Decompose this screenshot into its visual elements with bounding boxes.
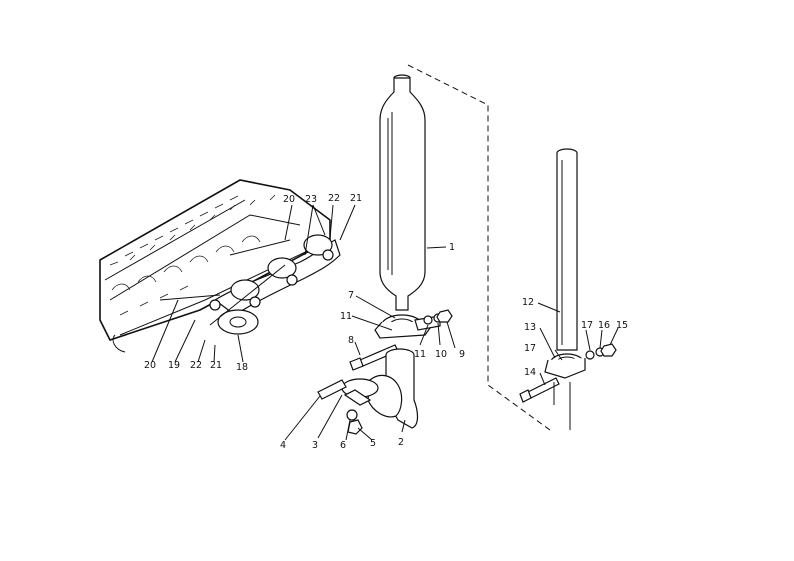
muffler-clamp (349, 309, 453, 371)
callout-20-bottom: 20 (144, 360, 156, 371)
callout-17-left: 17 (524, 343, 536, 354)
callout-22-bottom: 22 (190, 360, 202, 371)
callout-9: 9 (459, 349, 465, 360)
muffler (379, 74, 426, 311)
callout-15: 15 (616, 320, 628, 331)
callout-8: 8 (348, 335, 354, 346)
callout-11-right: 11 (414, 349, 426, 360)
callout-5: 5 (370, 438, 376, 449)
callout-13: 13 (524, 322, 536, 333)
callout-11-left: 11 (340, 311, 352, 322)
callout-10: 10 (435, 349, 447, 360)
callout-17-right: 17 (581, 320, 593, 331)
callout-20-top: 20 (283, 194, 295, 205)
exhaust-manifold (159, 234, 341, 335)
assembly-dashed-line (407, 64, 551, 431)
callout-4: 4 (280, 440, 286, 451)
callout-2: 2 (398, 437, 404, 448)
down-pipe-elbow (317, 348, 419, 435)
callout-3: 3 (312, 440, 318, 451)
callout-18: 18 (236, 362, 248, 373)
callout-6: 6 (340, 440, 346, 451)
callout-16: 16 (598, 320, 610, 331)
tail-pipe (519, 148, 617, 430)
callout-19: 19 (168, 360, 180, 371)
leader-lines (151, 204, 619, 441)
callout-21-top: 21 (350, 193, 362, 204)
callout-7: 7 (348, 290, 354, 301)
callout-21-bottom: 21 (210, 360, 222, 371)
callout-1: 1 (449, 242, 455, 253)
callout-labels: 1 2 3 4 5 6 7 8 9 10 11 11 12 13 14 15 1… (144, 193, 628, 451)
engine-cylinder-head (99, 179, 331, 353)
callout-23: 23 (305, 194, 317, 205)
callout-14: 14 (524, 367, 536, 378)
callout-12: 12 (522, 297, 534, 308)
callout-22-top: 22 (328, 193, 340, 204)
